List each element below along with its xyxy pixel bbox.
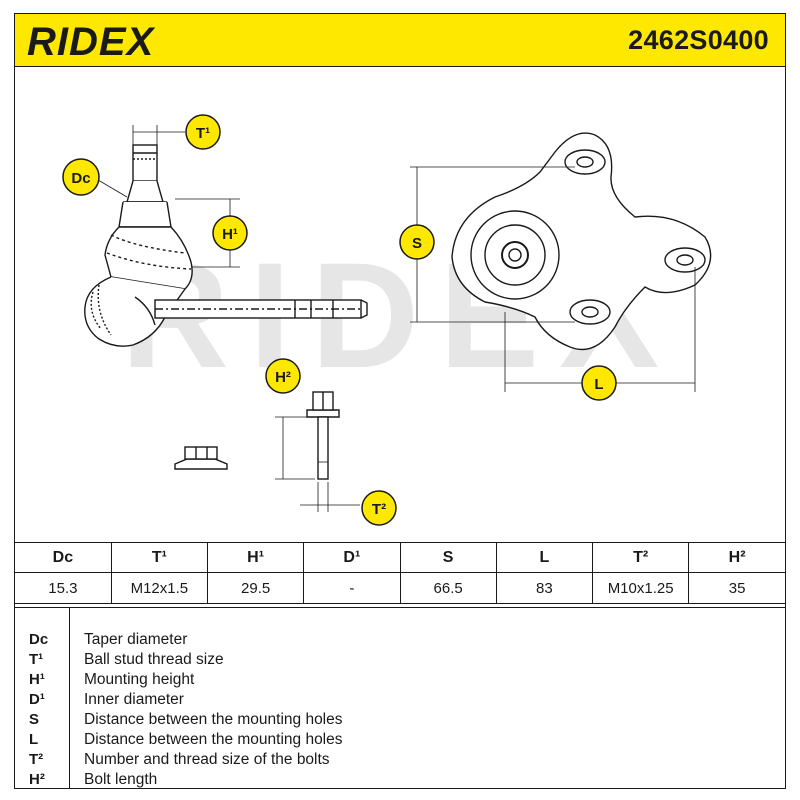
spec-header: D¹ (303, 542, 401, 573)
flange-top-view (410, 132, 712, 392)
spec-header-row: Dc T¹ H¹ D¹ S L T² H² (15, 542, 785, 573)
brand-logo-text: RIDEX (27, 22, 156, 60)
badge-l-label: L (594, 376, 603, 393)
legend-desc: Distance between the mounting holes (84, 731, 343, 748)
legend-key: T² (29, 751, 44, 768)
spec-value: - (303, 572, 401, 604)
legend-desc: Ball stud thread size (84, 651, 224, 668)
spec-value: 83 (495, 572, 594, 604)
legend-key: H² (29, 771, 45, 788)
flange-nut (174, 446, 228, 470)
spec-header: S (399, 542, 497, 573)
legend-desc: Mounting height (84, 671, 195, 688)
badge-t1: T¹ (185, 114, 221, 150)
spec-value: 15.3 (15, 572, 112, 604)
technical-drawing: RIDEX (62, 114, 712, 526)
legend: Dc Taper diameter T¹ Ball stud thread si… (15, 607, 785, 788)
legend-key: L (29, 731, 39, 748)
ball-joint-side-view (84, 125, 368, 347)
legend-key: D¹ (29, 691, 45, 708)
badge-s: S (399, 224, 435, 260)
header-bar: RIDEX 2462S0400 (15, 14, 785, 67)
badge-t2: T² (361, 490, 397, 526)
badge-s-label: S (412, 235, 422, 252)
spec-header: T² (591, 542, 690, 573)
spec-value-row: 15.3 M12x1.5 29.5 - 66.5 83 M10x1.25 35 (15, 572, 785, 604)
legend-desc: Number and thread size of the bolts (84, 751, 330, 768)
product-sheet: RIDEX 2462S0400 RIDEX (14, 13, 786, 789)
legend-desc: Bolt length (84, 771, 158, 788)
spec-value: 35 (688, 572, 785, 604)
legend-desc: Taper diameter (84, 631, 188, 648)
badge-h1: H¹ (212, 215, 248, 251)
spec-header: Dc (15, 542, 112, 573)
flange-bolt (275, 391, 360, 512)
badge-t2-label: T² (372, 501, 386, 518)
badge-l: L (581, 365, 617, 401)
legend-desc: Inner diameter (84, 691, 184, 708)
legend-key: Dc (29, 631, 49, 648)
spec-value: M10x1.25 (591, 572, 690, 604)
spec-value: 29.5 (206, 572, 305, 604)
legend-key: T¹ (29, 651, 44, 668)
spec-value: M12x1.5 (110, 572, 209, 604)
legend-key: S (29, 711, 40, 728)
legend-divider (69, 608, 70, 788)
spec-header: T¹ (110, 542, 209, 573)
brand-logo: RIDEX (27, 20, 197, 65)
spec-header: H¹ (206, 542, 305, 573)
spec-header: H² (688, 542, 785, 573)
badge-h2: H² (265, 358, 301, 394)
badge-h2-label: H² (275, 369, 291, 386)
legend-key: H¹ (29, 671, 45, 688)
badge-dc-label: Dc (71, 170, 90, 187)
legend-desc: Distance between the mounting holes (84, 711, 343, 728)
badge-dc: Dc (62, 158, 100, 196)
spec-table: Dc T¹ H¹ D¹ S L T² H² 15.3 M12x1.5 29.5 … (15, 542, 785, 604)
spec-value: 66.5 (399, 572, 497, 604)
badge-t1-label: T¹ (196, 125, 210, 142)
part-number: 2462S0400 (628, 25, 769, 55)
spec-header: L (495, 542, 594, 573)
badge-h1-label: H¹ (222, 226, 238, 243)
